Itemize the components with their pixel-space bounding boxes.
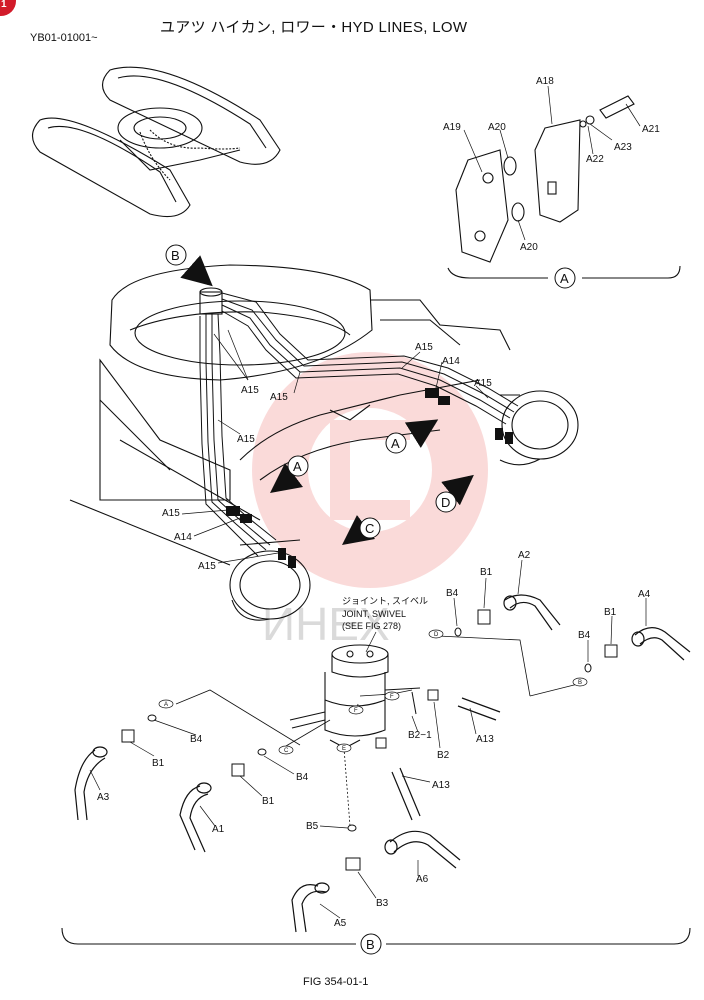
fitting-clusters — [226, 388, 513, 568]
svg-text:A5: A5 — [334, 918, 347, 929]
svg-text:A21: A21 — [642, 124, 660, 135]
detail-a-callout-lines — [463, 85, 641, 241]
svg-text:A: A — [560, 271, 569, 286]
main-callout-leaders — [181, 329, 489, 564]
svg-text:A4: A4 — [638, 589, 651, 600]
detail-b-bracket — [61, 927, 691, 945]
svg-text:A2: A2 — [518, 550, 531, 561]
svg-text:B2−1: B2−1 — [408, 730, 432, 741]
svg-text:A: A — [164, 702, 168, 708]
svg-text:A13: A13 — [476, 734, 494, 745]
svg-text:(SEE FIG 278): (SEE FIG 278) — [342, 621, 401, 631]
view-marker-d: D — [435, 491, 457, 513]
svg-text:B1: B1 — [480, 567, 493, 578]
svg-text:A15: A15 — [415, 342, 433, 353]
svg-text:A18: A18 — [536, 76, 554, 87]
svg-text:F: F — [354, 708, 358, 714]
swivel-note: ジョイント, スイベル JOINT, SWIVEL (SEE FIG 278) — [342, 596, 428, 653]
svg-text:B4: B4 — [190, 734, 203, 745]
view-marker-a-upper: A — [385, 432, 407, 454]
svg-text:B4: B4 — [578, 630, 591, 641]
main-assembly — [69, 264, 579, 621]
svg-text:E: E — [342, 746, 346, 752]
hydraulic-lines — [199, 292, 519, 557]
view-marker-a-lower: A — [287, 455, 309, 477]
view-arrows — [180, 255, 474, 545]
svg-text:C: C — [284, 748, 289, 754]
svg-text:A15: A15 — [237, 434, 255, 445]
svg-text:A22: A22 — [586, 154, 604, 165]
svg-text:A15: A15 — [474, 378, 492, 389]
svg-text:B4: B4 — [446, 588, 459, 599]
svg-text:A14: A14 — [442, 356, 460, 367]
view-marker-b: B — [165, 244, 187, 266]
svg-text:A15: A15 — [198, 561, 216, 572]
svg-text:A20: A20 — [488, 122, 506, 133]
detail-a-view-label: A — [554, 267, 576, 289]
svg-text:A14: A14 — [174, 532, 192, 543]
part-fittings — [121, 609, 618, 871]
detail-b-view-label: B — [360, 933, 382, 955]
svg-text:F: F — [390, 694, 394, 700]
svg-text:D: D — [441, 495, 450, 510]
view-markers: B A A C D — [165, 244, 457, 539]
parts-leaders — [89, 559, 647, 919]
svg-text:A1: A1 — [212, 824, 225, 835]
svg-text:A23: A23 — [614, 142, 632, 153]
swivel-joint — [289, 644, 421, 749]
svg-text:JOINT, SWIVEL: JOINT, SWIVEL — [342, 609, 406, 619]
svg-text:A15: A15 — [241, 385, 259, 396]
svg-text:D: D — [434, 632, 439, 638]
watermark-logo — [252, 352, 488, 588]
svg-text:B1: B1 — [604, 607, 617, 618]
svg-text:A15: A15 — [270, 392, 288, 403]
svg-text:B2: B2 — [437, 750, 450, 761]
svg-text:A19: A19 — [443, 122, 461, 133]
serial-range: YB01-01001~ — [30, 32, 98, 44]
svg-text:B1: B1 — [152, 758, 165, 769]
figure-reference: FIG 354-01-1 — [303, 976, 369, 988]
svg-text:B5: B5 — [306, 821, 319, 832]
port-letters: A B C D E F F — [158, 629, 588, 755]
svg-text:A6: A6 — [416, 874, 429, 885]
svg-text:B3: B3 — [376, 898, 389, 909]
svg-text:B: B — [366, 937, 375, 952]
svg-text:C: C — [365, 521, 374, 536]
svg-text:A: A — [293, 459, 302, 474]
svg-text:A15: A15 — [162, 508, 180, 519]
svg-text:A13: A13 — [432, 780, 450, 791]
machine-thumbnail — [31, 66, 281, 218]
svg-text:A20: A20 — [520, 242, 538, 253]
detail-a-callouts: A18 A19 A20 A20 A21 A22 A23 — [443, 76, 660, 253]
page-title: ユアツ ハイカン, ロワー・HYD LINES, LOW — [160, 19, 468, 36]
view-marker-c: C — [359, 517, 381, 539]
svg-text:A3: A3 — [97, 792, 110, 803]
detail-a-bracket — [447, 95, 681, 279]
svg-text:ジョイント, スイベル: ジョイント, スイベル — [342, 596, 428, 606]
svg-text:B4: B4 — [296, 772, 309, 783]
parts-callouts: B1 B4 A2 A4 B1 B4 B4 B1 A3 B4 B1 A1 A13 … — [97, 550, 651, 929]
svg-text:B: B — [578, 680, 582, 686]
svg-text:B: B — [171, 248, 180, 263]
main-callouts: A15 A15 A15 A15 A14 A15 A15 A14 A15 — [162, 342, 492, 572]
svg-text:A: A — [391, 436, 400, 451]
svg-text:B1: B1 — [262, 796, 275, 807]
